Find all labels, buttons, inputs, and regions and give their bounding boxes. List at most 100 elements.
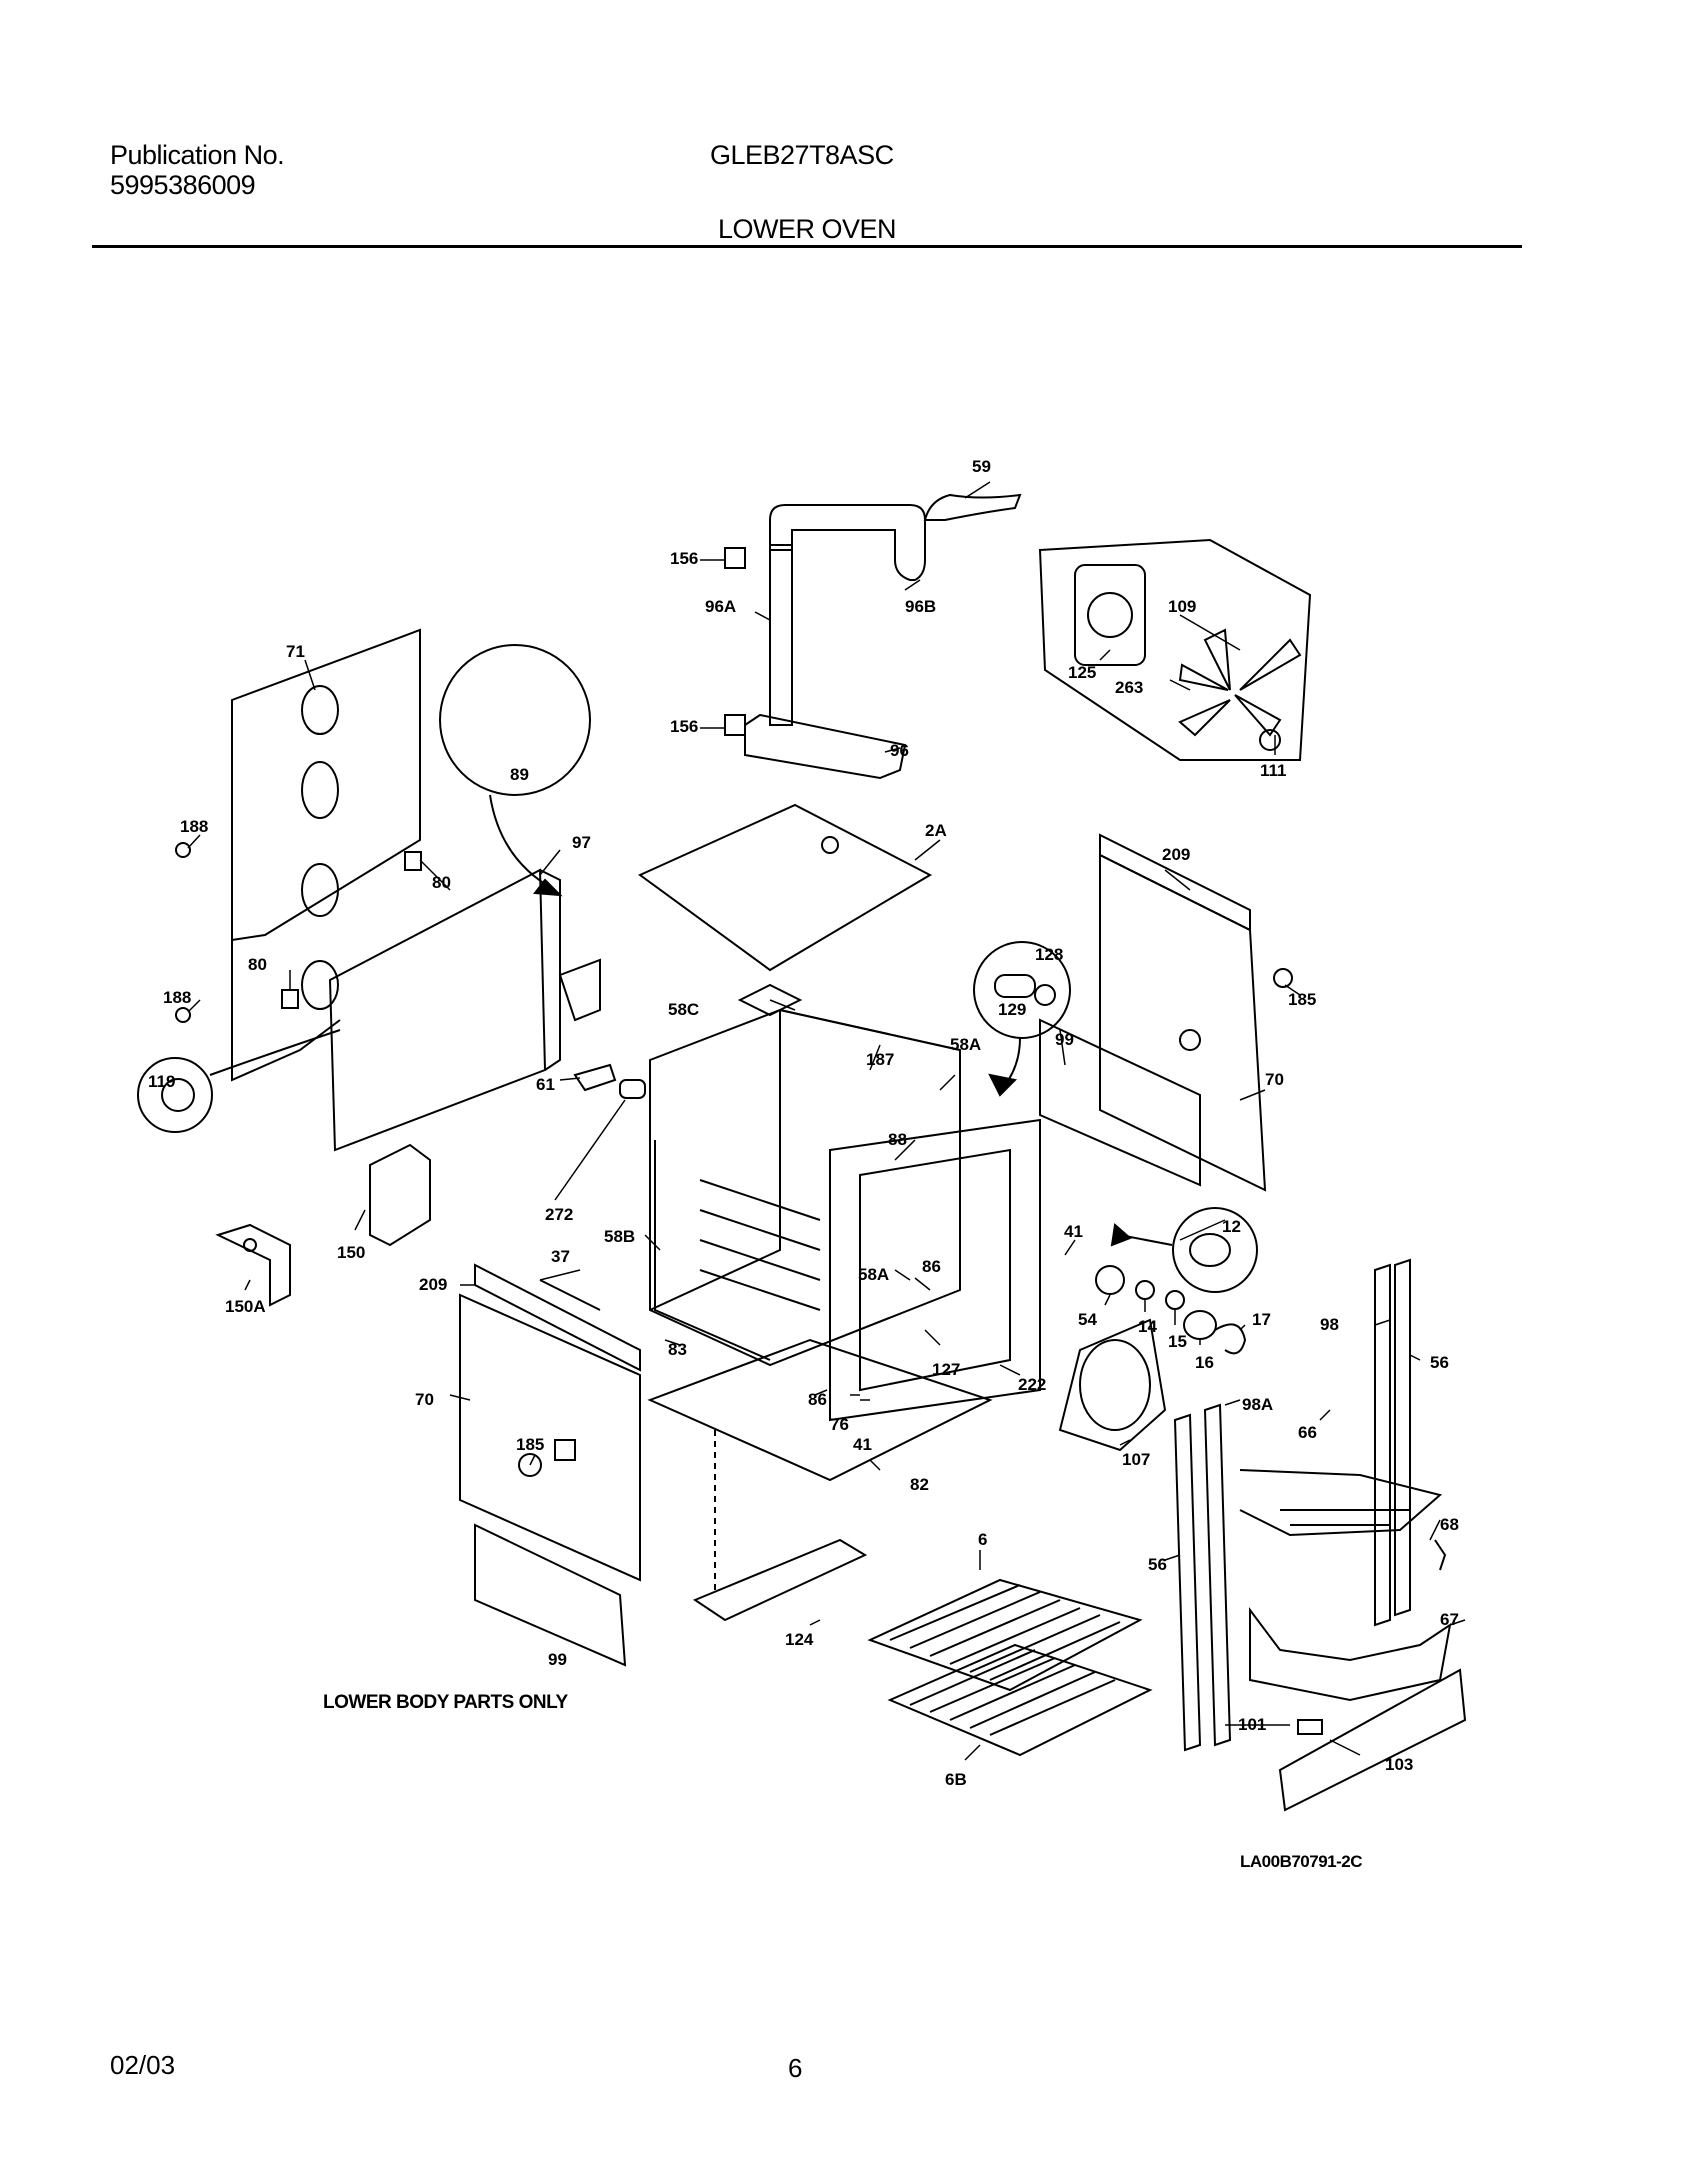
callout-13: 97 [572, 833, 591, 852]
duct-outlet [923, 493, 1022, 521]
screw-188-top [175, 842, 191, 858]
probe-37 [539, 1279, 601, 1311]
callout-53: 76 [830, 1415, 849, 1434]
callout-49: 222 [1018, 1375, 1046, 1394]
fan-cover-107 [1058, 1318, 1167, 1452]
callout-39: 86 [922, 1257, 941, 1276]
fan-blade [1178, 628, 1302, 737]
detail-circle-128 [973, 941, 1071, 1039]
callout-7: 111 [1260, 761, 1287, 780]
limit-switch [161, 1078, 195, 1112]
bracket-61 [573, 1063, 617, 1092]
insulation-hole [821, 836, 839, 854]
oven-rack-6-wires [889, 1584, 1121, 1681]
callout-66: 103 [1385, 1755, 1413, 1774]
callout-9: 96 [890, 741, 909, 760]
clip-lower [724, 714, 746, 736]
callout-8: 156 [670, 717, 698, 736]
lamp-wire-17 [1214, 1323, 1247, 1355]
front-frame [829, 1118, 1041, 1422]
bracket-80-top [404, 851, 422, 871]
fan-inset-frame [1038, 538, 1312, 761]
oven-rack-6 [867, 1578, 1143, 1692]
part-101 [1297, 1719, 1323, 1735]
callout-23: 58A [950, 1035, 981, 1054]
callout-34: 41 [1064, 1222, 1083, 1241]
side-panel-70-left [459, 1293, 641, 1582]
detail-arrowhead-128 [988, 1073, 1018, 1097]
leader-lines [187, 481, 1466, 1761]
front-trim-103 [1278, 1668, 1467, 1812]
thermostat [558, 958, 601, 1022]
callout-2: 96A [705, 597, 736, 616]
callout-12: 188 [180, 817, 208, 836]
cavity-top-edge [779, 1009, 961, 1051]
publication-number: 5995386009 [110, 170, 256, 200]
front-frame-inner [859, 1148, 1011, 1392]
trim-56-left [1173, 1413, 1202, 1752]
callout-64: 99 [548, 1650, 567, 1669]
fan-motor-hub [1087, 592, 1133, 638]
callout-44: 17 [1252, 1310, 1271, 1329]
bracket-150 [369, 1143, 431, 1247]
header-rule [92, 245, 1522, 248]
bake-element-66-loop [1280, 1509, 1410, 1526]
detail-circle-119 [137, 1057, 213, 1133]
fan-cover-grille [1079, 1339, 1151, 1431]
callout-61: 6 [978, 1530, 987, 1549]
insulation-block [737, 983, 803, 1017]
vent-duct [769, 504, 926, 581]
oven-rack-6B [887, 1643, 1153, 1757]
callout-30: 272 [545, 1205, 573, 1224]
callout-5: 125 [1068, 663, 1096, 682]
callout-17: 80 [248, 955, 267, 974]
callout-48: 127 [932, 1360, 960, 1379]
panel-hole-3 [301, 863, 339, 917]
oven-cavity [649, 1008, 961, 1367]
callout-58: 66 [1298, 1423, 1317, 1442]
vent-tube [769, 544, 793, 726]
grommet-185-left [518, 1453, 542, 1477]
callout-57: 98A [1242, 1395, 1273, 1414]
detail-arrowhead-89 [533, 878, 563, 897]
grommet-185-right [1273, 968, 1293, 988]
callout-14: 80 [432, 873, 451, 892]
diagram-code: LA00B70791-2C [1240, 1852, 1363, 1871]
callout-33: 12 [1222, 1217, 1241, 1236]
drip-tray-124 [692, 1538, 868, 1622]
callout-1: 156 [670, 549, 698, 568]
cavity-front-edge [649, 1010, 781, 1311]
trim-56-right [1394, 1258, 1411, 1617]
bracket-150A [215, 1223, 291, 1307]
insulation-99-left [474, 1523, 627, 1667]
callout-10: 71 [286, 642, 305, 661]
broil-element-67 [1249, 1607, 1452, 1702]
detail-circle-12 [1172, 1207, 1258, 1293]
callout-56: 107 [1122, 1450, 1150, 1469]
callout-25: 70 [1265, 1070, 1284, 1089]
clip-upper [724, 547, 746, 569]
callout-65: 101 [1238, 1715, 1266, 1734]
callout-18: 188 [163, 988, 191, 1007]
callout-21: 185 [1288, 990, 1316, 1009]
callout-29: 88 [888, 1130, 907, 1149]
part-128 [1034, 984, 1056, 1006]
callout-19: 128 [1035, 945, 1063, 964]
bracket-80-left [281, 989, 299, 1009]
oven-rack-6B-wires [909, 1649, 1116, 1736]
callout-62: 124 [785, 1630, 814, 1649]
bake-element-66 [1239, 1469, 1443, 1537]
side-panel-hole-left [554, 1439, 576, 1461]
side-panel-hole [1179, 1029, 1201, 1051]
limit-switch-lead [209, 1029, 341, 1076]
callout-4: 109 [1168, 597, 1196, 616]
callout-26: 119 [148, 1072, 175, 1091]
callout-43: 16 [1195, 1353, 1214, 1372]
fan-nut [1259, 729, 1281, 751]
gasket-129 [994, 974, 1036, 998]
callout-38: 58A [858, 1265, 889, 1284]
section-title: LOWER OVEN [718, 214, 897, 244]
detail-arrowhead-12 [1110, 1223, 1132, 1247]
callout-6: 263 [1115, 678, 1143, 697]
lamp-lens-16 [1183, 1310, 1217, 1340]
